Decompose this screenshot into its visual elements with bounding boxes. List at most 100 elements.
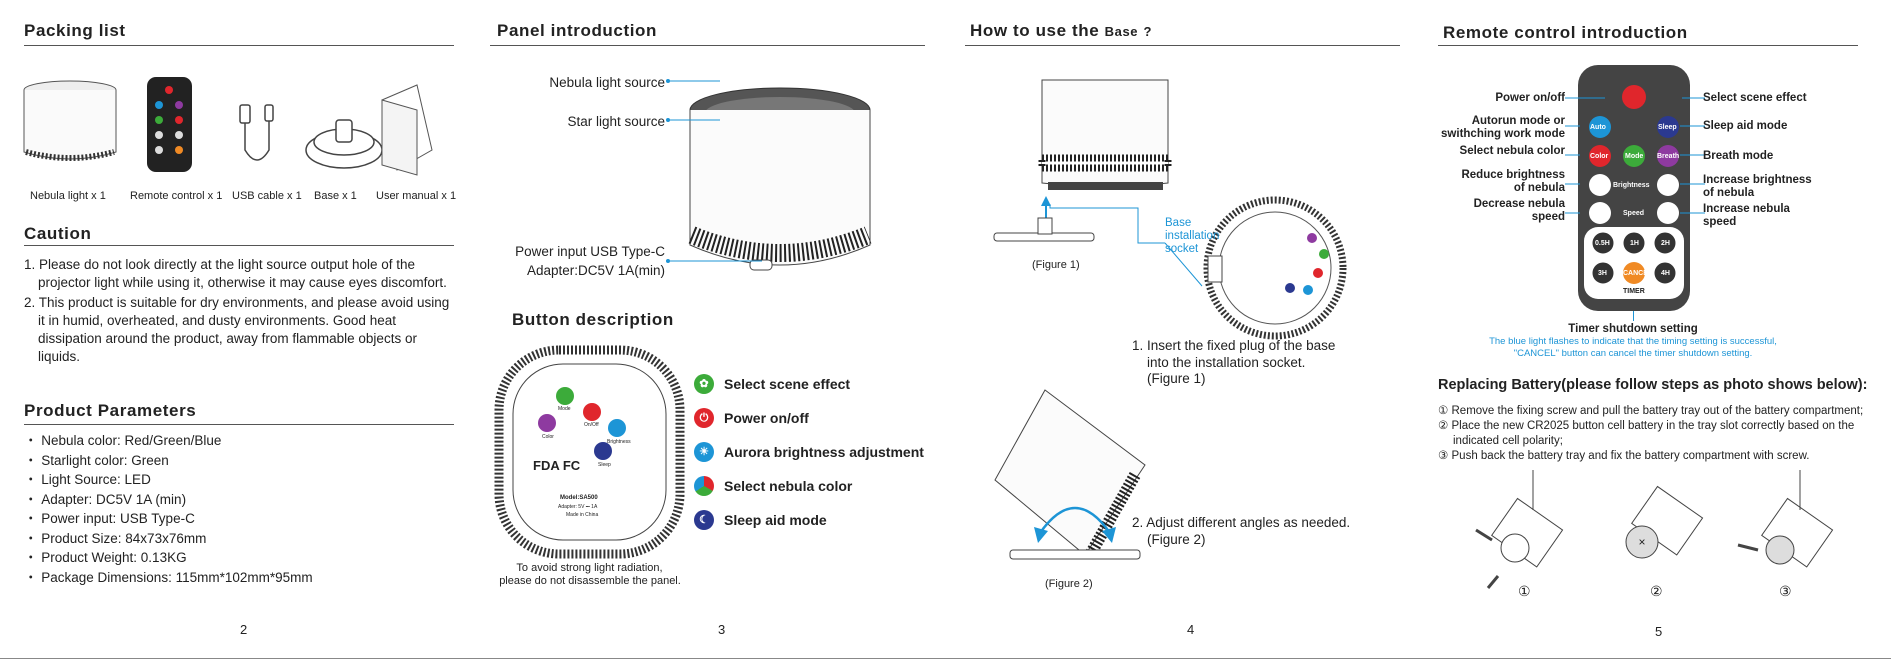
battery-step: ① Remove the fixing screw and pull the b… [1438, 405, 1864, 417]
base-socket-label: Base installation socket [1165, 217, 1219, 256]
battery-step: ② Place the new CR2025 button cell batte… [1438, 420, 1855, 432]
panel-model-label: Model:SA500 [560, 495, 598, 501]
item-label: Base x 1 [314, 190, 357, 202]
label-decrease-speed: Decrease nebula [1473, 198, 1565, 210]
item-label: Nebula light x 1 [30, 190, 106, 202]
step-1-line: (Figure 1) [1147, 371, 1206, 386]
remote-control-image [147, 77, 192, 172]
panel-color-label: Color [542, 434, 554, 440]
panel-title: Panel introduction [497, 21, 658, 40]
timer-note-1: The blue light flashes to indicate that … [1489, 336, 1777, 347]
remote-illustration [1578, 65, 1690, 311]
figure-1-caption: (Figure 1) [1032, 259, 1080, 271]
caution-item: 2. This product is suitable for dry envi… [24, 295, 450, 364]
base-image [305, 119, 383, 169]
fda-fc-logo: FDA FC [533, 458, 581, 473]
timer-05h-label: 0.5H [1595, 240, 1610, 247]
sleep-button-label: Sleep [1658, 124, 1677, 131]
item-label: USB cable x 1 [232, 190, 302, 202]
breath-button-label: Breath [1657, 153, 1680, 160]
remote-right-labels: Select scene effect Sleep aid mode Breat… [1703, 92, 1863, 229]
step-2: 2. Adjust different angles as needed. (F… [1132, 514, 1350, 548]
base-socket-line: Base [1165, 217, 1192, 229]
button-desc-label: Sleep aid mode [724, 512, 827, 528]
battery-illustrations: × [1475, 470, 1834, 589]
label-increase-brightness-2: of nebula [1703, 187, 1755, 199]
step-2-line: (Figure 2) [1147, 532, 1206, 547]
panel-sleep-label: Sleep [598, 462, 611, 468]
step-1: 1. Insert the fixed plug of the base int… [1132, 338, 1335, 388]
button-desc-label: Select nebula color [724, 478, 853, 494]
battery-step-2-image: × [1625, 485, 1704, 559]
panel-made-label: Made in China [566, 512, 599, 518]
timer-label: TIMER [1623, 288, 1645, 295]
param-item: ・ Product Weight: 0.13KG [24, 550, 187, 565]
label-color: Select nebula color [1459, 145, 1565, 157]
item-label: Remote control x 1 [130, 190, 223, 202]
power-icon: ⏻ [694, 408, 714, 428]
divider [965, 45, 1400, 46]
label-autorun-2: swithching work mode [1441, 128, 1565, 140]
brightness-button-label: Brightness [1613, 182, 1650, 189]
divider [1438, 45, 1858, 46]
label-power: Power on/off [1495, 92, 1565, 104]
speed-button-label: Speed [1623, 210, 1645, 217]
timer-callout [1633, 311, 1634, 321]
params-title: Product Parameters [24, 401, 197, 420]
moon-icon: ☾ [694, 510, 714, 530]
step-1-line: 1. Insert the fixed plug of the base [1132, 338, 1336, 353]
param-item: ・ Starlight color: Green [24, 452, 169, 468]
label-reduce-brightness: Reduce brightness [1461, 169, 1565, 181]
nebula-light-label: Nebula light source [549, 75, 665, 90]
label-scene: Select scene effect [1703, 92, 1807, 104]
param-item: ・ Package Dimensions: 115mm*102mm*95mm [24, 569, 313, 585]
page-number: 2 [240, 622, 248, 637]
step-mark: ③ [1779, 583, 1792, 599]
label-increase-brightness: Increase brightness [1703, 174, 1812, 186]
divider [490, 45, 925, 46]
timer-4h-label: 4H [1661, 270, 1670, 277]
caution-list: 1. Please do not look directly at the li… [24, 256, 454, 368]
button-desc-item: ☾ Sleep aid mode [694, 503, 924, 537]
param-item: ・ Power input: USB Type-C [24, 511, 195, 526]
label-increase-speed: Increase nebula [1703, 203, 1790, 215]
button-list: ✿ Select scene effect ⏻ Power on/off ☀ Auro… [694, 367, 924, 537]
packing-list-title: Packing list [24, 21, 126, 40]
battery-step: ③ Push back the battery tray and fix the… [1438, 450, 1810, 462]
param-item: ・ Product Size: 84x73x76mm [24, 530, 207, 546]
page-number: 4 [1187, 622, 1195, 637]
divider [24, 245, 454, 246]
button-desc-label: Aurora brightness adjustment [724, 444, 924, 460]
packing-illustrations [23, 77, 433, 176]
adapter-label: Adapter:DC5V 1A(min) [526, 263, 665, 278]
title-main: How to use the [970, 21, 1100, 40]
param-item: ・ Light Source: LED [24, 472, 151, 487]
battery-step: indicated cell polarity; [1453, 435, 1563, 447]
param-item: ・ Adapter: DC5V 1A (min) [24, 491, 187, 507]
step-2-line: 2. Adjust different angles as needed. [1132, 515, 1351, 530]
panel-onoff-label: On/Off [584, 422, 599, 428]
callout-lines [666, 79, 762, 263]
label-breath: Breath mode [1703, 150, 1774, 162]
nebula-light-image [23, 80, 117, 161]
user-manual-image [381, 84, 433, 176]
caution-title: Caution [24, 224, 92, 243]
params-list: ・ Nebula color: Red/Green/Blue ・ Starlig… [24, 432, 454, 588]
device-illustration [688, 87, 872, 271]
usb-cable-image [239, 104, 274, 161]
how-to-use-title: How to use the Base ? [970, 21, 1152, 41]
star-light-label: Star light source [567, 114, 665, 129]
figure-2-caption: (Figure 2) [1045, 578, 1093, 590]
caution-item: 1. Please do not look directly at the li… [24, 257, 447, 290]
timer-2h-label: 2H [1661, 240, 1670, 247]
panel-mode-label: Mode [558, 406, 571, 412]
warning-line-1: To avoid strong light radiation, [516, 562, 663, 574]
scene-icon: ✿ [694, 374, 714, 394]
button-desc-label: Select scene effect [724, 376, 851, 392]
remote-title: Remote control introduction [1443, 23, 1688, 42]
button-desc-item: Select nebula color [694, 469, 924, 503]
step-1-line: into the installation socket. [1147, 354, 1306, 370]
button-desc-label: Power on/off [724, 410, 809, 426]
base-socket-line: socket [1165, 243, 1199, 255]
brightness-icon: ☀ [694, 442, 714, 462]
